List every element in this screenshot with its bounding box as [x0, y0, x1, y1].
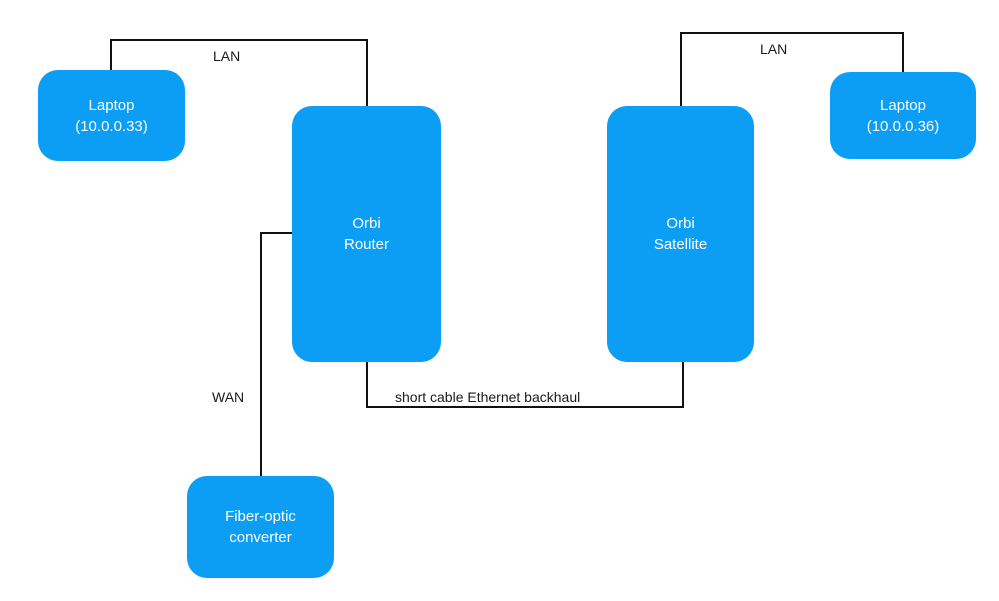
laptop-left-node: Laptop (10.0.0.33) [38, 70, 185, 161]
orbi-router-label-line-2: Router [343, 236, 390, 253]
laptop-right-label-line-2: (10.0.0.36) [866, 117, 940, 135]
orbi-satellite-label-line-2: Satellite [653, 236, 708, 253]
orbi-satellite-node: Orbi Satellite [607, 106, 754, 362]
laptop-left-label-line-1: Laptop [88, 96, 135, 114]
laptop-right-label-line-1: Laptop [880, 96, 926, 114]
lan-right-label: LAN [760, 41, 788, 57]
lan-right-line [680, 32, 904, 106]
backhaul-line [366, 362, 684, 408]
orbi-router-label-line-1: Orbi [352, 215, 381, 232]
lan-left-label: LAN [213, 48, 241, 64]
orbi-router-node: Orbi Router [292, 106, 441, 362]
fiber-converter-node: Fiber-optic converter [187, 476, 334, 578]
wan-line [260, 232, 292, 476]
laptop-right-node: Laptop (10.0.0.36) [830, 72, 976, 159]
fiber-converter-label-line-2: converter [229, 529, 292, 546]
laptop-left-label-line-2: (10.0.0.33) [75, 117, 148, 135]
wan-label: WAN [212, 389, 245, 405]
fiber-converter-label-line-1: Fiber-optic [225, 508, 296, 525]
lan-left-line [110, 39, 368, 106]
orbi-satellite-label-line-1: Orbi [666, 215, 695, 232]
backhaul-label: short cable Ethernet backhaul [395, 389, 581, 405]
